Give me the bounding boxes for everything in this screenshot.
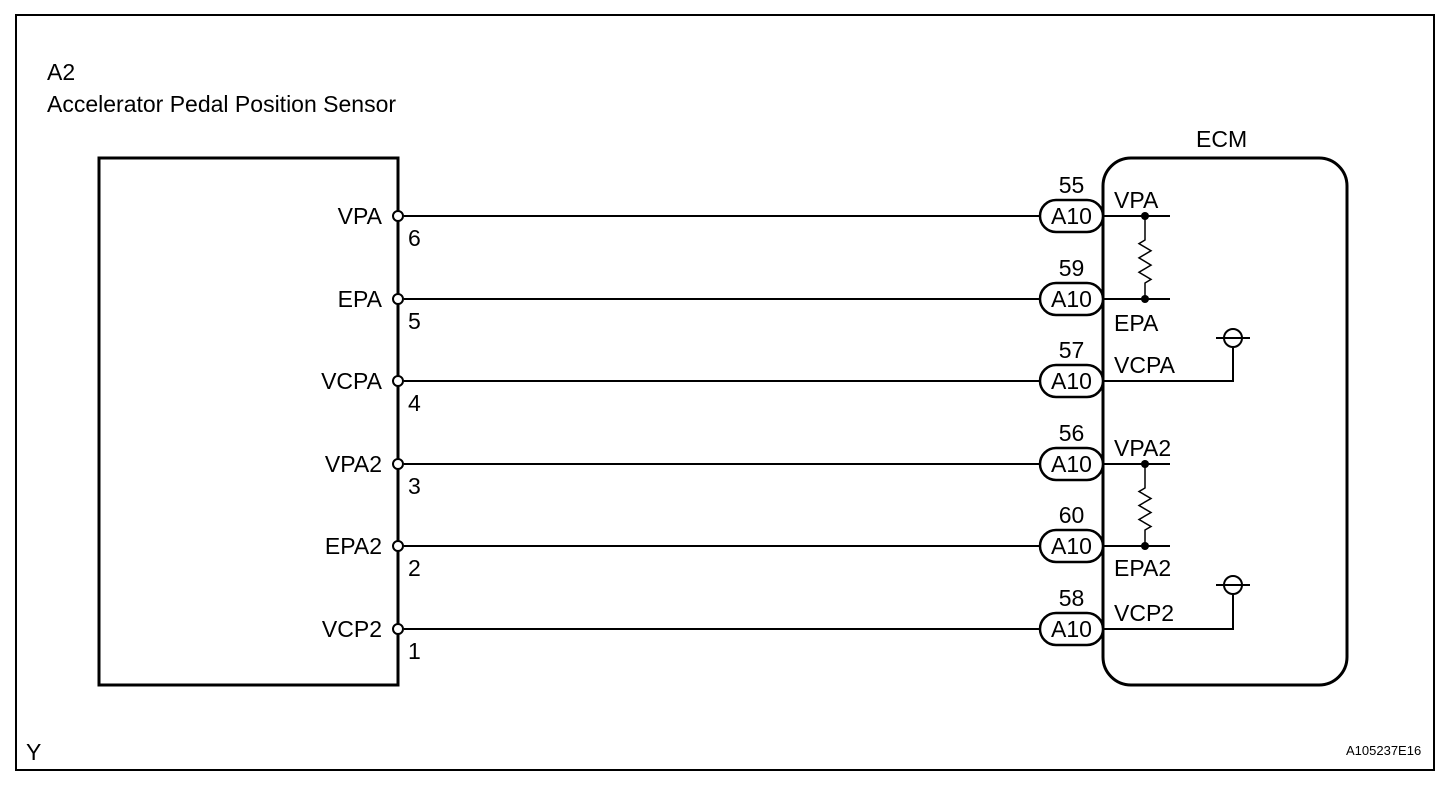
pin-terminal [392,293,404,305]
resistor [1137,216,1153,299]
sensor-pin-label: VCP2 [322,616,382,642]
ecm-pin-number: 55 [1059,172,1085,198]
connector-label: A10 [1051,368,1092,394]
figure-id: A105237E16 [1346,743,1421,758]
ecm-pin-number: 59 [1059,255,1085,281]
sensor-pin-label: VPA [338,203,383,229]
ecm-pin-number: 57 [1059,337,1085,363]
ecm-pin-number: 58 [1059,585,1085,611]
sensor-pin-label: EPA2 [325,533,382,559]
sensor-pin-label: VCPA [321,368,383,394]
component-name: Accelerator Pedal Position Sensor [47,91,396,117]
supply-line [1170,595,1234,630]
component-code: A2 [47,59,75,85]
pin-terminal [392,540,404,552]
sensor-pin-number: 1 [408,638,421,664]
connector-label: A10 [1051,451,1092,477]
ecm-pin-number: 60 [1059,502,1085,528]
ecm-pin-label: VCPA [1114,352,1176,378]
corner-mark: Y [26,739,41,765]
pin-terminal [392,458,404,470]
pin-terminal [392,210,404,222]
ecm-pin-label: EPA [1114,310,1159,336]
sensor-pin-label: VPA2 [325,451,382,477]
connector-label: A10 [1051,203,1092,229]
ecm-label: ECM [1196,126,1247,152]
connector-label: A10 [1051,286,1092,312]
ecm-box [1101,156,1349,687]
sensor-pin-number: 2 [408,555,421,581]
sensor-pin-number: 6 [408,225,421,251]
ecm-pin-label: VPA2 [1114,435,1171,461]
pin-terminal [392,375,404,387]
sensor-box [97,156,400,687]
ecm-pin-label: EPA2 [1114,555,1171,581]
connector-label: A10 [1051,616,1092,642]
supply-line [1170,348,1234,382]
diagram-frame [15,14,1435,771]
sensor-pin-label: EPA [338,286,383,312]
sensor-pin-number: 4 [408,390,421,416]
ecm-pin-label: VPA [1114,187,1159,213]
resistor [1137,464,1153,546]
pin-terminal [392,623,404,635]
ecm-pin-label: VCP2 [1114,600,1174,626]
ecm-pin-number: 56 [1059,420,1085,446]
connector-label: A10 [1051,533,1092,559]
sensor-pin-number: 5 [408,308,421,334]
sensor-pin-number: 3 [408,473,421,499]
